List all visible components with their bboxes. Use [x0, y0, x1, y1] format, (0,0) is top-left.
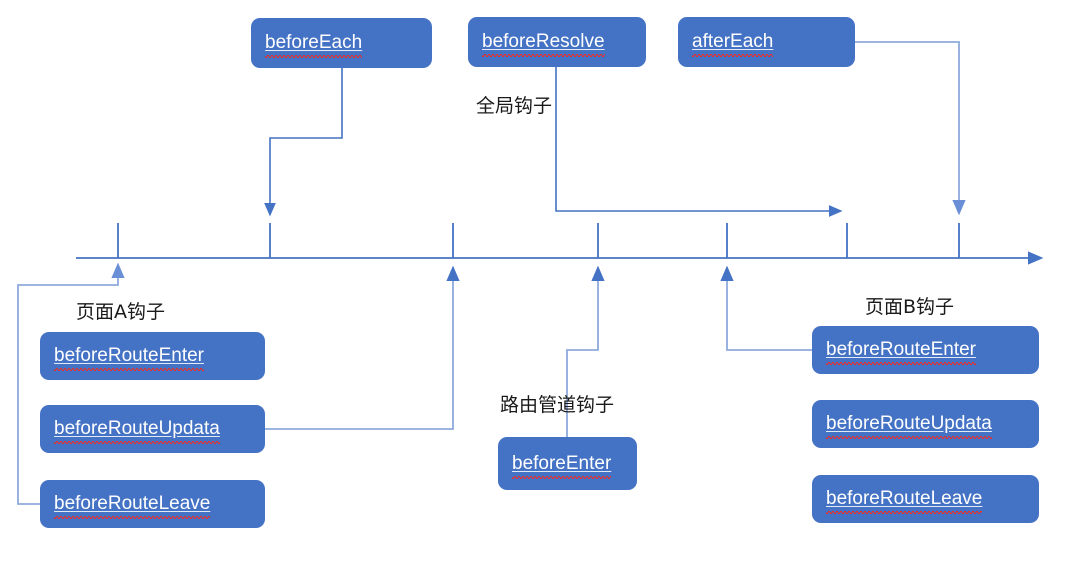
wire-a-updata-to-axis — [265, 265, 460, 430]
node-page-b-before-route-updata-label: beforeRouteUpdata — [812, 413, 992, 439]
group-label-global-hooks: 全局钩子 — [476, 95, 553, 117]
node-page-a-before-route-enter-label: beforeRouteEnter — [40, 345, 204, 371]
node-page-b-before-route-enter-label: beforeRouteEnter — [812, 339, 976, 365]
node-before-resolve[interactable]: beforeResolve — [468, 17, 646, 67]
node-page-a-before-route-leave[interactable]: beforeRouteLeave — [40, 480, 265, 528]
node-before-each[interactable]: beforeEach — [251, 18, 432, 68]
group-label-pipeline-hooks: 路由管道钩子 — [500, 394, 615, 416]
node-after-each[interactable]: afterEach — [678, 17, 855, 67]
node-page-b-before-route-enter[interactable]: beforeRouteEnter — [812, 326, 1039, 374]
node-before-enter[interactable]: beforeEnter — [498, 437, 637, 490]
wire-b-enter-to-axis — [720, 265, 812, 351]
wire-after-each-to-axis — [855, 41, 966, 216]
node-before-enter-label: beforeEnter — [498, 453, 612, 479]
node-page-b-before-route-leave[interactable]: beforeRouteLeave — [812, 475, 1039, 523]
group-label-page-b-hooks: 页面B钩子 — [865, 296, 955, 318]
wire-before-resolve-to-axis — [555, 67, 843, 217]
timeline-axis — [76, 223, 1044, 265]
group-label-page-a-hooks: 页面A钩子 — [76, 301, 165, 323]
node-before-resolve-label: beforeResolve — [468, 31, 605, 57]
node-page-b-before-route-leave-label: beforeRouteLeave — [812, 488, 983, 514]
node-before-each-label: beforeEach — [251, 32, 363, 58]
node-page-a-before-route-updata[interactable]: beforeRouteUpdata — [40, 405, 265, 453]
node-page-a-before-route-enter[interactable]: beforeRouteEnter — [40, 332, 265, 380]
node-page-a-before-route-updata-label: beforeRouteUpdata — [40, 418, 220, 444]
node-page-b-before-route-updata[interactable]: beforeRouteUpdata — [812, 400, 1039, 448]
wire-before-each-to-axis — [264, 68, 343, 217]
node-page-a-before-route-leave-label: beforeRouteLeave — [40, 493, 211, 519]
node-after-each-label: afterEach — [678, 31, 774, 57]
